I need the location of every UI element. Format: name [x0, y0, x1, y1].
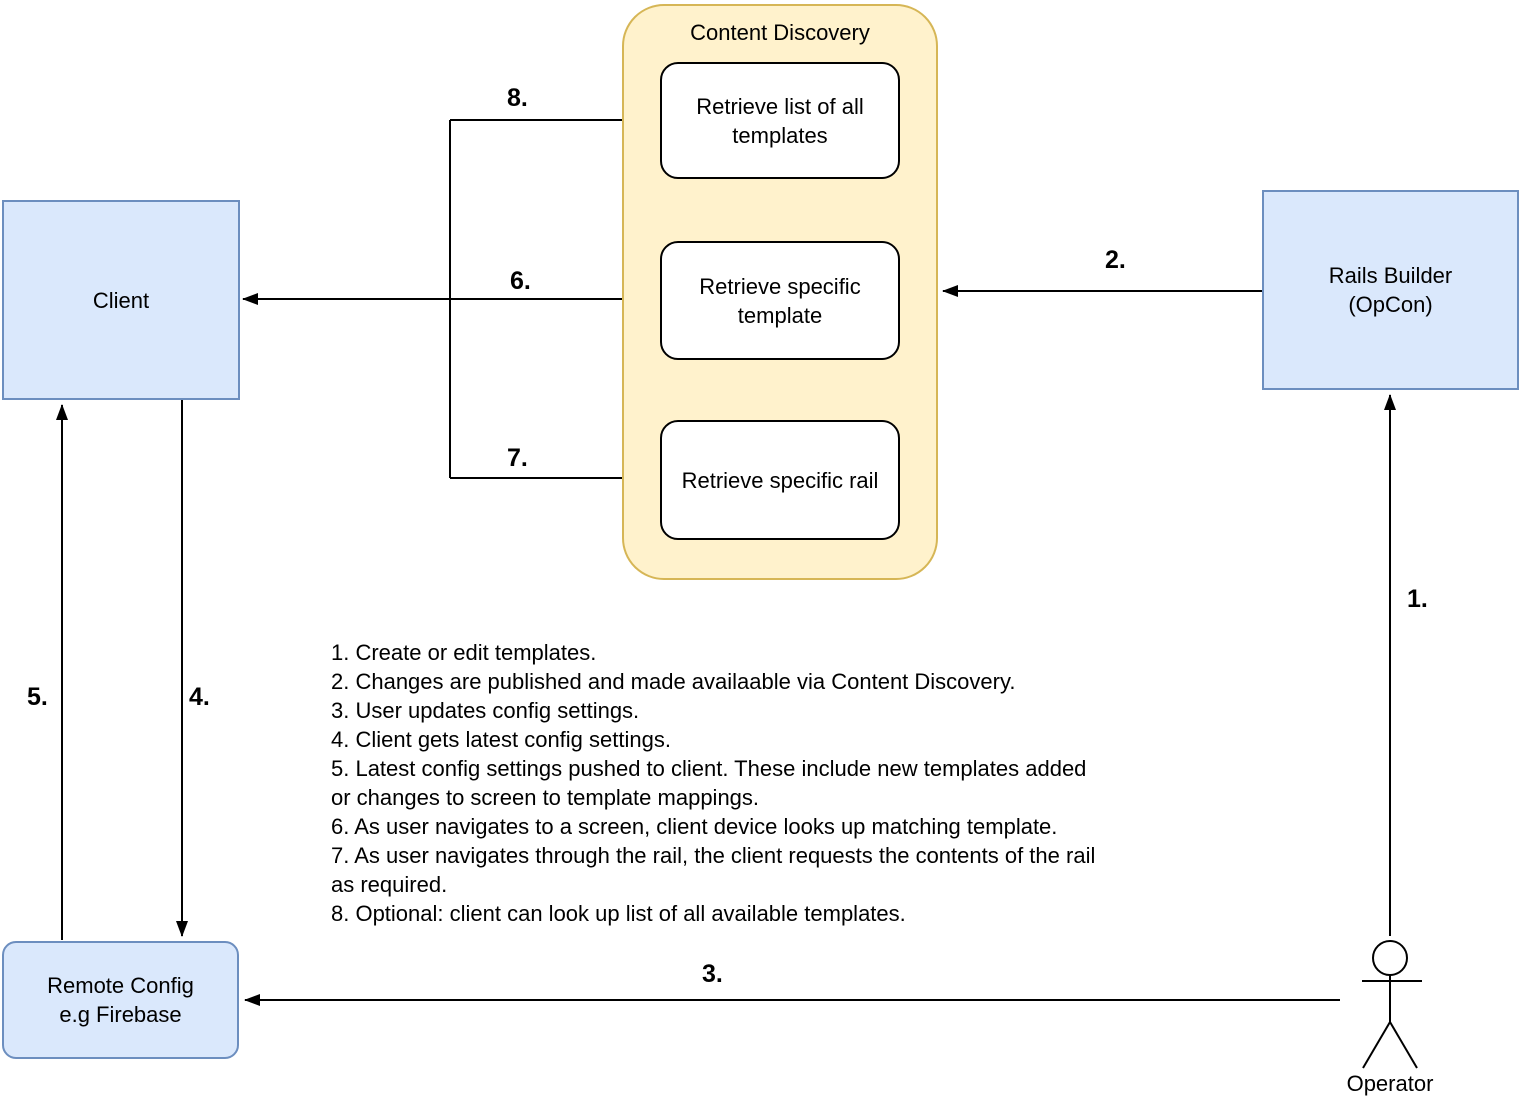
- node-rails-builder: Rails Builder (OpCon): [1262, 190, 1519, 390]
- note-line: 4. Client gets latest config settings.: [331, 727, 671, 752]
- edge-label-7: 7.: [507, 444, 528, 472]
- edge-label-1: 1.: [1407, 585, 1428, 613]
- edge-label-2: 2.: [1105, 246, 1126, 274]
- notes-block: 1. Create or edit templates. 2. Changes …: [331, 638, 1231, 928]
- content-discovery-title: Content Discovery: [690, 20, 870, 45]
- note-line: 1. Create or edit templates.: [331, 640, 597, 665]
- note-line: 6. As user navigates to a screen, client…: [331, 814, 1058, 839]
- node-retrieve-specific-rail: Retrieve specific rail: [660, 420, 900, 540]
- note-line: 5. Latest config settings pushed to clie…: [331, 756, 1087, 781]
- node-label-line1: Rails Builder: [1328, 263, 1453, 288]
- operator-actor-icon: [1362, 940, 1422, 1069]
- node-label: Client: [92, 287, 150, 313]
- note-line: 8. Optional: client can look up list of …: [331, 901, 906, 926]
- edge-label-3: 3.: [702, 960, 723, 988]
- node-remote-config: Remote Config e.g Firebase: [2, 941, 239, 1059]
- node-label-line2: e.g Firebase: [59, 1002, 182, 1027]
- node-retrieve-list-of-all-templates: Retrieve list of all templates: [660, 62, 900, 179]
- node-label-line1: Remote Config: [47, 973, 194, 998]
- operator-label: Operator: [1346, 1071, 1434, 1096]
- node-label: Retrieve specific template: [699, 273, 861, 328]
- edge-label-5: 5.: [27, 683, 48, 711]
- edge-label-6: 6.: [510, 267, 531, 295]
- note-line: 7. As user navigates through the rail, t…: [331, 843, 1096, 868]
- note-line: 3. User updates config settings.: [331, 698, 640, 723]
- edge-label-8: 8.: [507, 84, 528, 112]
- node-client: Client: [2, 200, 240, 400]
- note-line: 2. Changes are published and made availa…: [331, 669, 1016, 694]
- node-label: Retrieve list of all templates: [696, 93, 864, 148]
- node-label: Retrieve specific rail: [681, 467, 879, 493]
- node-retrieve-specific-template: Retrieve specific template: [660, 241, 900, 360]
- note-line: or changes to screen to template mapping…: [331, 785, 760, 810]
- note-line: as required.: [331, 872, 448, 897]
- edge-label-4: 4.: [189, 683, 210, 711]
- node-label-line2: (OpCon): [1348, 292, 1433, 317]
